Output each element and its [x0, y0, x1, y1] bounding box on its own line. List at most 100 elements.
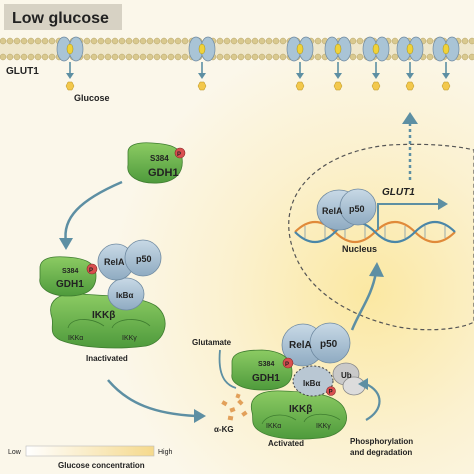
inactive-gdh1 [39, 256, 97, 297]
page-title: Low glucose [12, 10, 109, 27]
membrane-lipid [34, 53, 42, 61]
membrane-lipid [20, 53, 28, 61]
membrane-lipid [153, 53, 161, 61]
nuclear-nfkb: RelA p50 [316, 188, 377, 231]
svg-text:GDH1: GDH1 [56, 279, 84, 290]
membrane-lipid [356, 53, 364, 61]
svg-text:RelA: RelA [289, 340, 312, 351]
membrane-lipid [0, 53, 7, 61]
membrane-lipid [125, 53, 133, 61]
membrane-lipid [223, 37, 231, 45]
degradation-label-2: and degradation [350, 448, 412, 457]
membrane-lipid [13, 37, 21, 45]
membrane-lipid [167, 37, 175, 45]
svg-text:P: P [177, 152, 181, 158]
membrane-lipid [111, 37, 119, 45]
membrane-lipid [13, 53, 21, 61]
svg-text:IKKα: IKKα [68, 335, 83, 342]
membrane-lipid [230, 37, 238, 45]
svg-text:GDH1: GDH1 [148, 167, 179, 179]
membrane-lipid [426, 53, 434, 61]
nucleus-label: Nucleus [342, 244, 377, 254]
glutamate-label: Glutamate [192, 338, 232, 347]
membrane-lipid [153, 37, 161, 45]
title-box [4, 4, 122, 30]
membrane-lipid [27, 37, 35, 45]
membrane-lipid [251, 53, 259, 61]
glut1-transporters [56, 36, 460, 91]
membrane-lipid [272, 37, 280, 45]
svg-text:RelA: RelA [104, 257, 125, 267]
phospho-site-icon [174, 147, 186, 159]
membrane-lipid [41, 37, 49, 45]
membrane-lipid [160, 37, 168, 45]
svg-text:IKKγ: IKKγ [316, 423, 331, 430]
svg-text:RelA: RelA [322, 206, 343, 216]
inactive-p50 [124, 239, 162, 277]
membrane-lipid [216, 37, 224, 45]
membrane-lipid [104, 53, 112, 61]
membrane-lipid [146, 37, 154, 45]
membrane-lipid [279, 53, 287, 61]
svg-text:IκBα: IκBα [116, 291, 133, 300]
membrane-lipid [181, 37, 189, 45]
membrane-lipid [223, 53, 231, 61]
active-complex: IKKβ IKKα IKKγ RelA p50 IκBα Ub P P S384… [231, 322, 366, 440]
free-gdh1: P S384 GDH1 [127, 142, 186, 184]
membrane-lipid [174, 53, 182, 61]
svg-text:Ub: Ub [341, 371, 352, 380]
membrane-lipid [34, 37, 42, 45]
membrane-lipid [314, 37, 322, 45]
glut1-label: GLUT1 [6, 66, 39, 77]
glut1-transporter-icon [432, 36, 460, 91]
svg-text:GDH1: GDH1 [252, 373, 280, 384]
active-state-label: Activated [268, 439, 304, 448]
akg-particles [221, 393, 248, 421]
ikba-phospho-icon [326, 386, 336, 396]
transcription-arrow [377, 203, 440, 230]
membrane-lipid [146, 53, 154, 61]
membrane-lipid [349, 37, 357, 45]
membrane-lipid [0, 37, 7, 45]
legend-caption: Glucose concentration [58, 461, 145, 470]
svg-text:IKKβ: IKKβ [92, 310, 115, 321]
membrane-lipid [27, 53, 35, 61]
legend-gradient-bar [25, 445, 155, 457]
svg-text:P: P [89, 268, 93, 274]
membrane-lipid [468, 37, 474, 45]
nuclear-p50 [339, 188, 377, 226]
membrane-lipid [125, 37, 133, 45]
degradation-arrow [365, 382, 381, 421]
svg-text:S384: S384 [62, 268, 78, 275]
svg-text:IKKα: IKKα [266, 423, 281, 430]
inactive-ikba [107, 277, 145, 311]
legend-low-label: Low [8, 449, 22, 456]
membrane-lipid [132, 53, 140, 61]
inactive-complex: IKKβ IKKα IKKγ RelA p50 IκBα P S384 GDH1 [39, 239, 166, 349]
degradation-label-1: Phosphorylation [350, 437, 413, 446]
glut1-transporter-icon [324, 36, 352, 91]
membrane-lipid [391, 37, 399, 45]
export-arrowhead [402, 112, 418, 124]
legend-high-label: High [158, 449, 173, 456]
membrane-lipid [265, 53, 273, 61]
glut1-transporter-icon [56, 36, 84, 91]
membrane-lipid [461, 53, 469, 61]
transcription-arrowhead [438, 198, 448, 210]
active-ikba [292, 365, 334, 397]
svg-text:IκBα: IκBα [303, 379, 320, 388]
glut1-transporter-icon [188, 36, 216, 91]
membrane-lipid [118, 37, 126, 45]
glut1-transporter-icon [362, 36, 390, 91]
membrane-lipid [139, 53, 147, 61]
svg-text:p50: p50 [136, 254, 152, 264]
membrane-lipid [83, 37, 91, 45]
svg-text:P: P [329, 390, 333, 396]
svg-text:p50: p50 [320, 339, 338, 350]
membrane-lipid [83, 53, 91, 61]
membrane-lipid [6, 37, 14, 45]
svg-text:IKKβ: IKKβ [289, 404, 312, 415]
